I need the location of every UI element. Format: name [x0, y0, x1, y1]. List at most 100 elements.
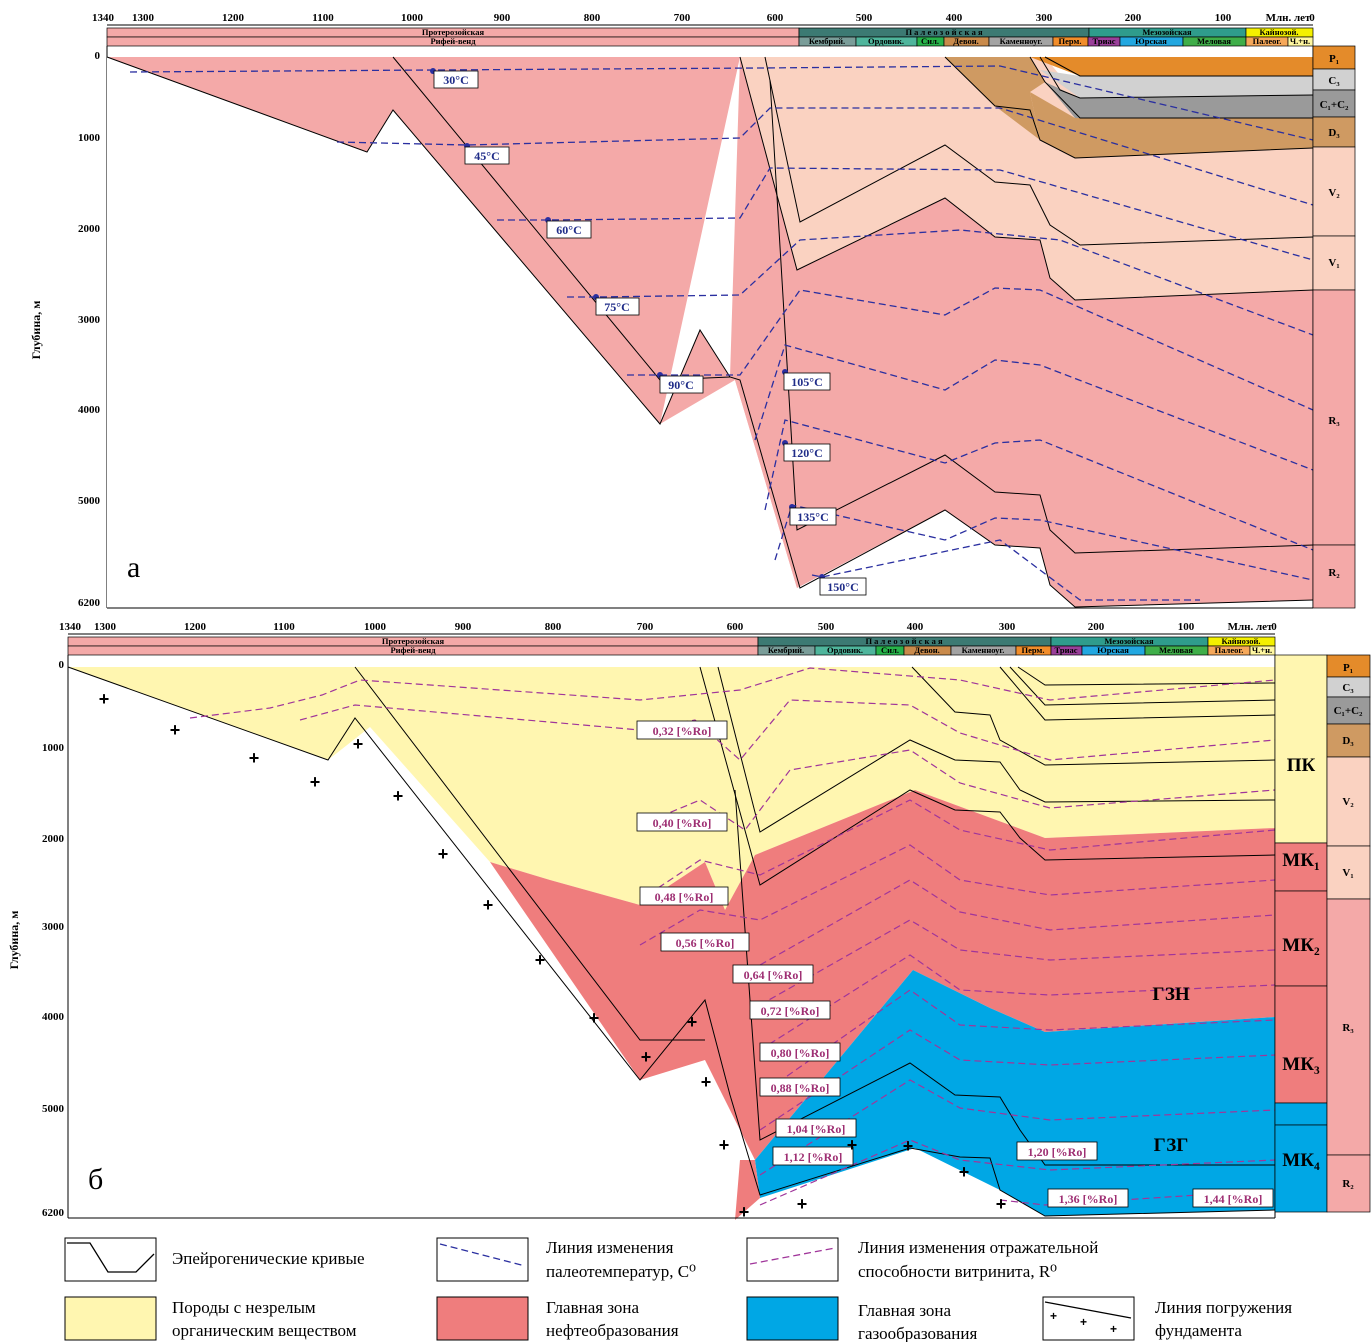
period-carboniferous-a: Каменноуг.: [1000, 36, 1043, 46]
period-jurassic-b: Юрская: [1097, 645, 1129, 655]
basement-cross: +: [959, 1162, 970, 1182]
svg-text:1,44 [%Ro]: 1,44 [%Ro]: [1204, 1192, 1263, 1206]
time-axis-b: 1340 1300 1200 1100 1000 900 800 700 600…: [59, 621, 1277, 635]
tick-a-0: 0: [1309, 12, 1315, 24]
depth-axis-a: 0 1000 2000 3000 4000 5000 6200 Глубина,…: [29, 46, 108, 609]
tick-a-1100: 1100: [312, 12, 334, 24]
tick-b-1340: 1340: [59, 621, 82, 633]
ro-label: 0,64 [%Ro]: [732, 964, 814, 984]
era-proterozoic-b: Протерозойская: [382, 636, 445, 646]
svg-text:фундамента: фундамента: [1155, 1321, 1242, 1340]
depth-a-5000: 5000: [78, 495, 101, 507]
strat-v1-a: V₁: [1328, 257, 1339, 269]
panel-a: 1340 1300 1200 1100 1000 900 800 700 600…: [29, 12, 1356, 609]
ro-label: 0,80 [%Ro]: [759, 1042, 841, 1062]
ro-label: 1,12 [%Ro]: [772, 1146, 854, 1166]
period-silurian-a: Сил.: [921, 36, 939, 46]
tick-b-400: 400: [907, 621, 924, 633]
time-axis-a: 1340 1300 1200 1100 1000 900 800 700 600…: [92, 12, 1315, 26]
era-proterozoic-a: Протерозойская: [422, 27, 485, 37]
period-paleogene-a: Палеог.: [1253, 36, 1282, 46]
strat-p1-a: P₁: [1329, 53, 1339, 65]
period-jurassic-a: Юрская: [1135, 36, 1167, 46]
depth-axis-b: 0 1000 2000 3000 4000 5000 6200 Глубина,…: [7, 655, 69, 1219]
basement-cross: +: [641, 1047, 652, 1067]
panel-b: 1340 1300 1200 1100 1000 900 800 700 600…: [7, 621, 1371, 1222]
ro-label: 0,32 [%Ro]: [636, 720, 728, 740]
panel-letter-b: б: [88, 1163, 103, 1196]
strat-p1-b: P₁: [1343, 662, 1353, 674]
tick-b-1000: 1000: [364, 621, 387, 633]
basement-cross: +: [903, 1136, 914, 1156]
basement-cross: +: [170, 720, 181, 740]
tick-a-1200: 1200: [222, 12, 245, 24]
strat-r2-b: R₂: [1342, 1178, 1354, 1190]
mk1-label: МК₁: [1282, 850, 1319, 871]
svg-text:90°C: 90°C: [668, 378, 693, 392]
tick-b-300: 300: [999, 621, 1016, 633]
svg-text:1,12 [%Ro]: 1,12 [%Ro]: [784, 1150, 843, 1164]
era-paleozoic-b: П а л е о з о й с к а я: [865, 636, 943, 646]
maturity-fills-b: [68, 667, 1275, 1220]
svg-text:нефтеобразования: нефтеобразования: [546, 1321, 679, 1340]
svg-text:палеотемператур, C⁰: палеотемператур, C⁰: [546, 1262, 696, 1281]
strat-column-b: P₁ C₃ C₁+C₂ D₃ V₂ V₁ R₃ R₂: [1326, 654, 1371, 1213]
ro-label: 1,04 [%Ro]: [775, 1118, 857, 1138]
strat-c1c2-a: C₁+C₂: [1320, 99, 1349, 111]
period-paleogene-b: Палеог.: [1215, 645, 1244, 655]
basement-cross: +: [310, 772, 321, 792]
period-triassic-b: Триас: [1055, 645, 1078, 655]
basement-crosses-b: + + + + + + + + + + + + + + + + + + + +: [99, 689, 1007, 1222]
basement-cross: +: [438, 844, 449, 864]
strat-c3-a: C₃: [1328, 75, 1340, 87]
legend-basement: + + + Линия погружения фундамента: [1042, 1296, 1292, 1341]
tick-a-900: 900: [494, 12, 511, 24]
temp-label: 30°C: [430, 68, 479, 89]
period-cambrian-a: Кембрий.: [809, 36, 845, 46]
depth-b-3000: 3000: [42, 921, 65, 933]
depth-a-6200: 6200: [78, 597, 101, 609]
tick-a-500: 500: [856, 12, 873, 24]
mk-pk-label: ПК: [1287, 755, 1316, 776]
temp-label: 45°C: [464, 143, 510, 165]
depth-b-0: 0: [59, 659, 65, 671]
depth-a-1000: 1000: [78, 132, 101, 144]
legend: Эпейрогенические кривые Линия изменения …: [64, 1237, 1292, 1342]
time-unit-label-a: Млн. лет: [1266, 12, 1311, 24]
svg-text:Линия изменения: Линия изменения: [546, 1238, 674, 1257]
temperature-labels-a: 30°C 45°C 60°C 75°C 90°C 105°C 120°C 135…: [430, 68, 867, 596]
svg-text:45°C: 45°C: [474, 149, 499, 163]
depth-a-3000: 3000: [78, 314, 101, 326]
strat-v2-a: V₂: [1328, 187, 1340, 199]
depth-a-0: 0: [95, 50, 101, 62]
strat-c1c2-b: C₁+C₂: [1334, 705, 1363, 717]
basement-cross: +: [535, 950, 546, 970]
tick-b-100: 100: [1178, 621, 1195, 633]
tick-a-400: 400: [946, 12, 963, 24]
basement-cross: +: [687, 1012, 698, 1032]
temp-label: 90°C: [657, 372, 704, 394]
svg-text:1,36 [%Ro]: 1,36 [%Ro]: [1059, 1192, 1118, 1206]
svg-text:0,56 [%Ro]: 0,56 [%Ro]: [676, 936, 735, 950]
depth-b-5000: 5000: [42, 1103, 65, 1115]
svg-text:150°C: 150°C: [827, 580, 858, 594]
era-cenozoic-a: Кайнозой.: [1260, 27, 1299, 37]
strat-c3-b: C₃: [1342, 682, 1354, 694]
ro-label: 0,72 [%Ro]: [749, 1000, 831, 1020]
depth-b-4000: 4000: [42, 1011, 65, 1023]
mk3-label: МК₃: [1282, 1054, 1320, 1075]
svg-text:0,72 [%Ro]: 0,72 [%Ro]: [761, 1004, 820, 1018]
period-cretaceous-a: Меловая: [1197, 36, 1231, 46]
basement-cross: +: [739, 1202, 750, 1222]
svg-text:0,40 [%Ro]: 0,40 [%Ro]: [653, 816, 712, 830]
period-carboniferous-b: Каменноуг.: [962, 645, 1005, 655]
svg-text:135°C: 135°C: [797, 510, 828, 524]
period-silurian-b: Сил.: [881, 645, 899, 655]
basement-cross: +: [393, 786, 404, 806]
basement-cross: +: [99, 689, 110, 709]
svg-text:120°C: 120°C: [791, 446, 822, 460]
basement-cross: +: [797, 1194, 808, 1214]
legend-gas-zone: Главная зона газообразования: [746, 1296, 977, 1342]
basement-cross: +: [353, 734, 364, 754]
tick-b-1100: 1100: [273, 621, 295, 633]
